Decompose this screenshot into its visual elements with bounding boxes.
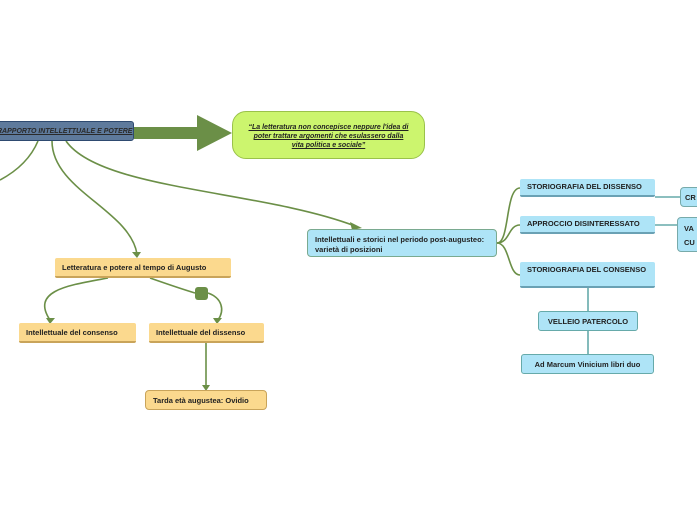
collapsed-node-dot[interactable] xyxy=(195,287,208,300)
connector-main-intellettuali xyxy=(65,140,356,227)
velleio-node[interactable]: VELLEIO PATERCOLO xyxy=(538,311,638,331)
quote-node[interactable]: “La letteratura non concepisce neppure l… xyxy=(232,111,425,159)
connector-letteratura-consenso xyxy=(43,277,109,321)
consenso-node[interactable]: Intellettuale del consenso xyxy=(19,323,136,343)
connector-intellettuali-sd xyxy=(496,187,521,244)
connector-intellettuali-ad xyxy=(496,224,521,244)
connector-dot-dissenso xyxy=(207,292,223,321)
letteratura-node[interactable]: Letteratura e potere al tempo di Augusto xyxy=(55,258,231,278)
va-line2: CU xyxy=(684,238,695,247)
main-node[interactable]: RAPPORTO INTELLETTUALE E POTERE xyxy=(0,121,134,141)
connector-main-letteratura xyxy=(51,140,138,255)
arrowhead-consenso xyxy=(46,318,55,324)
storiografia-dissenso-node[interactable]: STORIOGRAFIA DEL DISSENSO xyxy=(520,179,655,197)
tarda-node[interactable]: Tarda età augustea: Ovidio xyxy=(145,390,267,410)
va-line1: VA xyxy=(684,224,694,233)
intellettuali-node[interactable]: Intellettuali e storici nel periodo post… xyxy=(307,229,497,257)
connector-letteratura-dot xyxy=(149,277,196,294)
big-arrow xyxy=(134,115,232,151)
arrowhead-tarda xyxy=(202,385,210,391)
connector-intellettuali-sc xyxy=(496,242,521,276)
cr-node[interactable]: CR xyxy=(680,187,697,207)
arrowhead-letteratura xyxy=(132,252,141,258)
arrowhead-dissenso xyxy=(213,318,222,324)
connector-main-left xyxy=(0,140,39,181)
storiografia-consenso-node[interactable]: STORIOGRAFIA DEL CONSENSO xyxy=(520,262,655,288)
arrowhead-intellettuali xyxy=(350,222,362,230)
va-node[interactable]: VA CU xyxy=(677,217,697,252)
dissenso-node[interactable]: Intellettuale del dissenso xyxy=(149,323,264,343)
ad-marcum-node[interactable]: Ad Marcum Vinicium libri duo xyxy=(521,354,654,374)
approccio-disinteressato-node[interactable]: APPROCCIO DISINTERESSATO xyxy=(520,216,655,234)
